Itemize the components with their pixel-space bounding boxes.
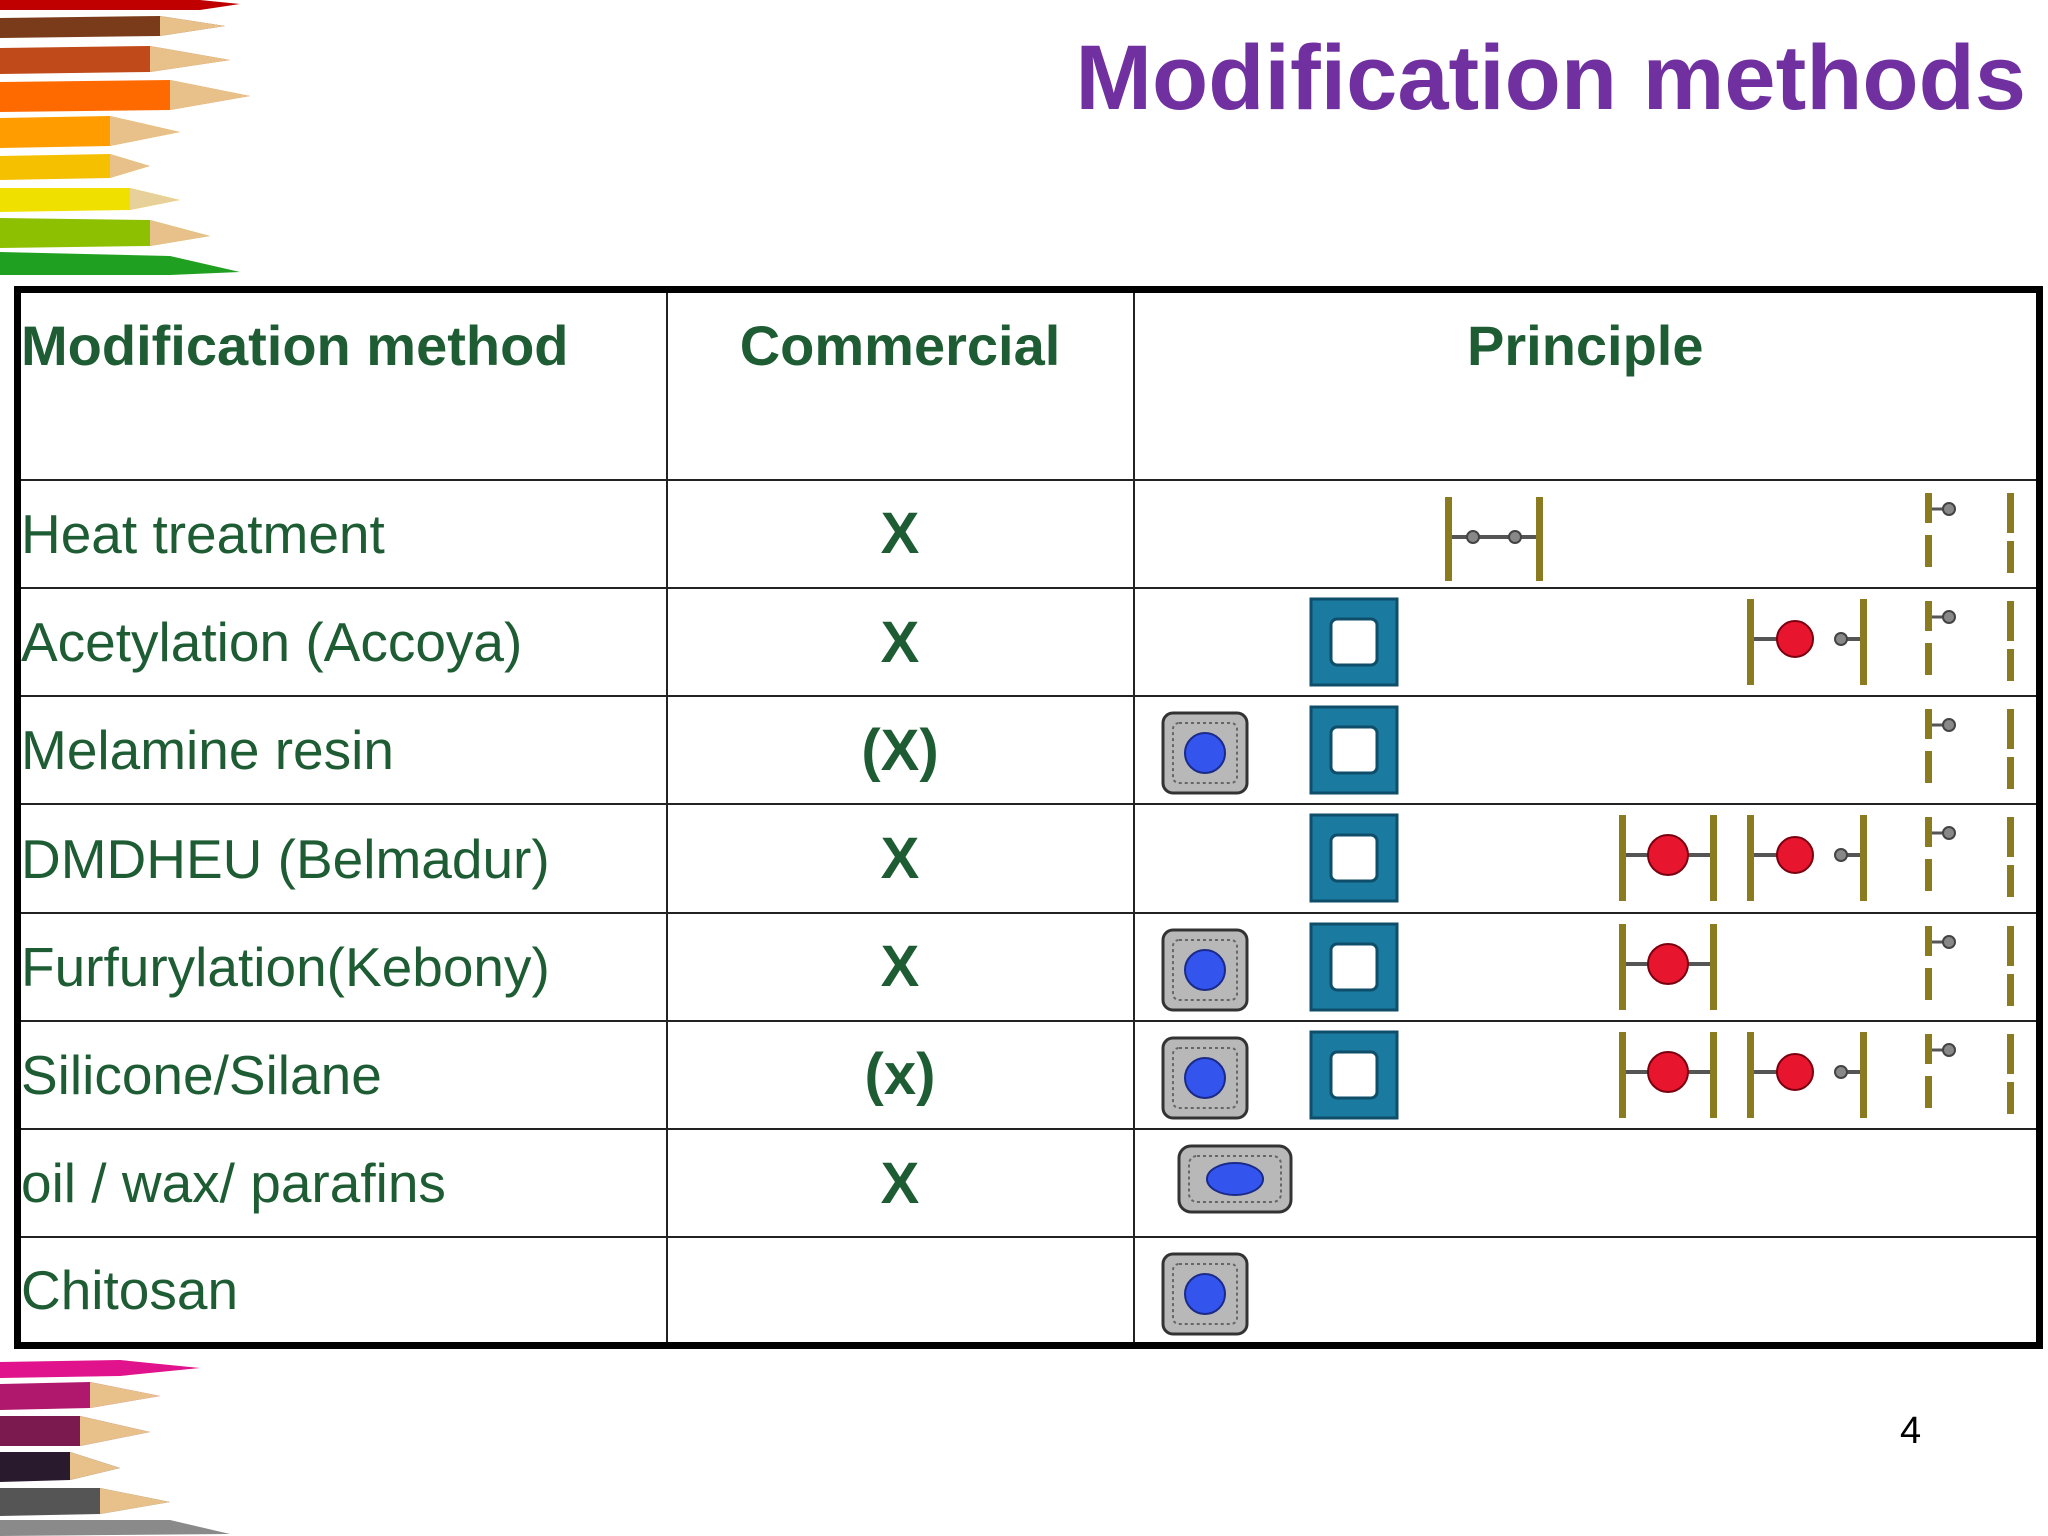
- modification-methods-table: Modification method Commercial Principle…: [14, 286, 2043, 1349]
- table-row: Heat treatment X: [16, 478, 2041, 590]
- single-bar-icon: [1924, 817, 1956, 892]
- teal-box-icon: [1309, 705, 1398, 795]
- header-principle-text: Principle: [1466, 314, 1704, 377]
- teal-box-icon: [1309, 597, 1398, 687]
- single-bar-icon: [1924, 492, 1956, 567]
- header-principle: Principle: [1132, 288, 2041, 481]
- teal-box-icon: [1309, 1030, 1398, 1120]
- crosslink-bar-icon: [1444, 496, 1543, 581]
- blue-filled-cell-icon: [1161, 1252, 1248, 1336]
- commercial-cell: (X): [665, 695, 1135, 806]
- blue-filled-cell-icon: [1161, 928, 1248, 1012]
- dashed-bar-icon: [2006, 1033, 2014, 1114]
- principle-diagram: [1309, 597, 2014, 687]
- table-row: Silicone/Silane (x): [16, 1019, 2041, 1131]
- single-bar-icon: [1924, 709, 1956, 784]
- table-row: Furfurylation(Kebony) X: [16, 911, 2041, 1022]
- dashed-bar-icon: [2006, 601, 2014, 682]
- principle-diagram: [1161, 1030, 2014, 1120]
- method-cell: Melamine resin: [16, 695, 668, 806]
- blue-filled-cell-icon: [1161, 1036, 1248, 1120]
- dashed-bar-icon: [2006, 492, 2014, 573]
- header-commercial: Commercial: [665, 288, 1135, 481]
- method-cell: Chitosan: [16, 1236, 668, 1347]
- blue-coated-cell-icon: [1177, 1144, 1292, 1214]
- commercial-cell: X: [665, 587, 1135, 698]
- principle-cell: [1132, 1019, 2041, 1131]
- principle-diagram: [1444, 492, 2014, 581]
- header-modification-method: Modification method: [16, 288, 668, 481]
- table-row: oil / wax/ parafins X: [16, 1128, 2041, 1239]
- page-number: 4: [1900, 1410, 1922, 1452]
- principle-cell: [1132, 695, 2041, 806]
- red-crosslink-icon: [1618, 815, 1717, 902]
- method-cell: DMDHEU (Belmadur): [16, 803, 668, 914]
- teal-box-icon: [1309, 813, 1398, 903]
- table-header-row: Modification method Commercial Principle: [16, 288, 2041, 481]
- principle-diagram: [1161, 705, 2014, 795]
- dashed-bar-icon: [2006, 709, 2014, 790]
- single-bar-icon: [1924, 925, 1956, 1000]
- commercial-cell: [665, 1236, 1135, 1347]
- red-crosslink-icon: [1618, 1031, 1717, 1118]
- table-row: Chitosan: [16, 1236, 2041, 1347]
- single-bar-icon: [1924, 1033, 1956, 1108]
- method-cell: Heat treatment: [16, 478, 668, 590]
- principle-diagram: [1309, 813, 2014, 903]
- teal-box-icon: [1309, 922, 1398, 1012]
- colored-pencils-decoration-top: [0, 0, 250, 275]
- table-row: Acetylation (Accoya) X: [16, 587, 2041, 698]
- principle-cell: [1132, 803, 2041, 914]
- table-row: Melamine resin (X): [16, 695, 2041, 806]
- dashed-bar-icon: [2006, 925, 2014, 1006]
- principle-cell: [1132, 911, 2041, 1022]
- principle-diagram: [1177, 1144, 1292, 1214]
- red-ester-bar-icon: [1746, 1031, 1867, 1118]
- single-bar-icon: [1924, 601, 1956, 676]
- dashed-bar-icon: [2006, 817, 2014, 898]
- red-crosslink-icon: [1618, 923, 1717, 1010]
- blue-filled-cell-icon: [1161, 711, 1248, 795]
- commercial-cell: X: [665, 911, 1135, 1022]
- principle-cell: [1132, 1236, 2041, 1347]
- method-cell: oil / wax/ parafins: [16, 1128, 668, 1239]
- commercial-cell: (x): [665, 1019, 1135, 1131]
- principle-cell: [1132, 1128, 2041, 1239]
- method-cell: Acetylation (Accoya): [16, 587, 668, 698]
- method-cell: Silicone/Silane: [16, 1019, 668, 1131]
- principle-cell: [1132, 478, 2041, 590]
- method-cell: Furfurylation(Kebony): [16, 911, 668, 1022]
- principle-diagram: [1161, 922, 2014, 1012]
- colored-pencils-decoration-bottom: [0, 1360, 230, 1536]
- principle-diagram: [1161, 1252, 1248, 1336]
- red-ester-bar-icon: [1746, 599, 1867, 686]
- red-ester-bar-icon: [1746, 815, 1867, 902]
- table-row: DMDHEU (Belmadur) X: [16, 803, 2041, 914]
- commercial-cell: X: [665, 1128, 1135, 1239]
- slide-title: Modification methods: [1075, 27, 2026, 129]
- principle-cell: [1132, 587, 2041, 698]
- commercial-cell: X: [665, 478, 1135, 590]
- commercial-cell: X: [665, 803, 1135, 914]
